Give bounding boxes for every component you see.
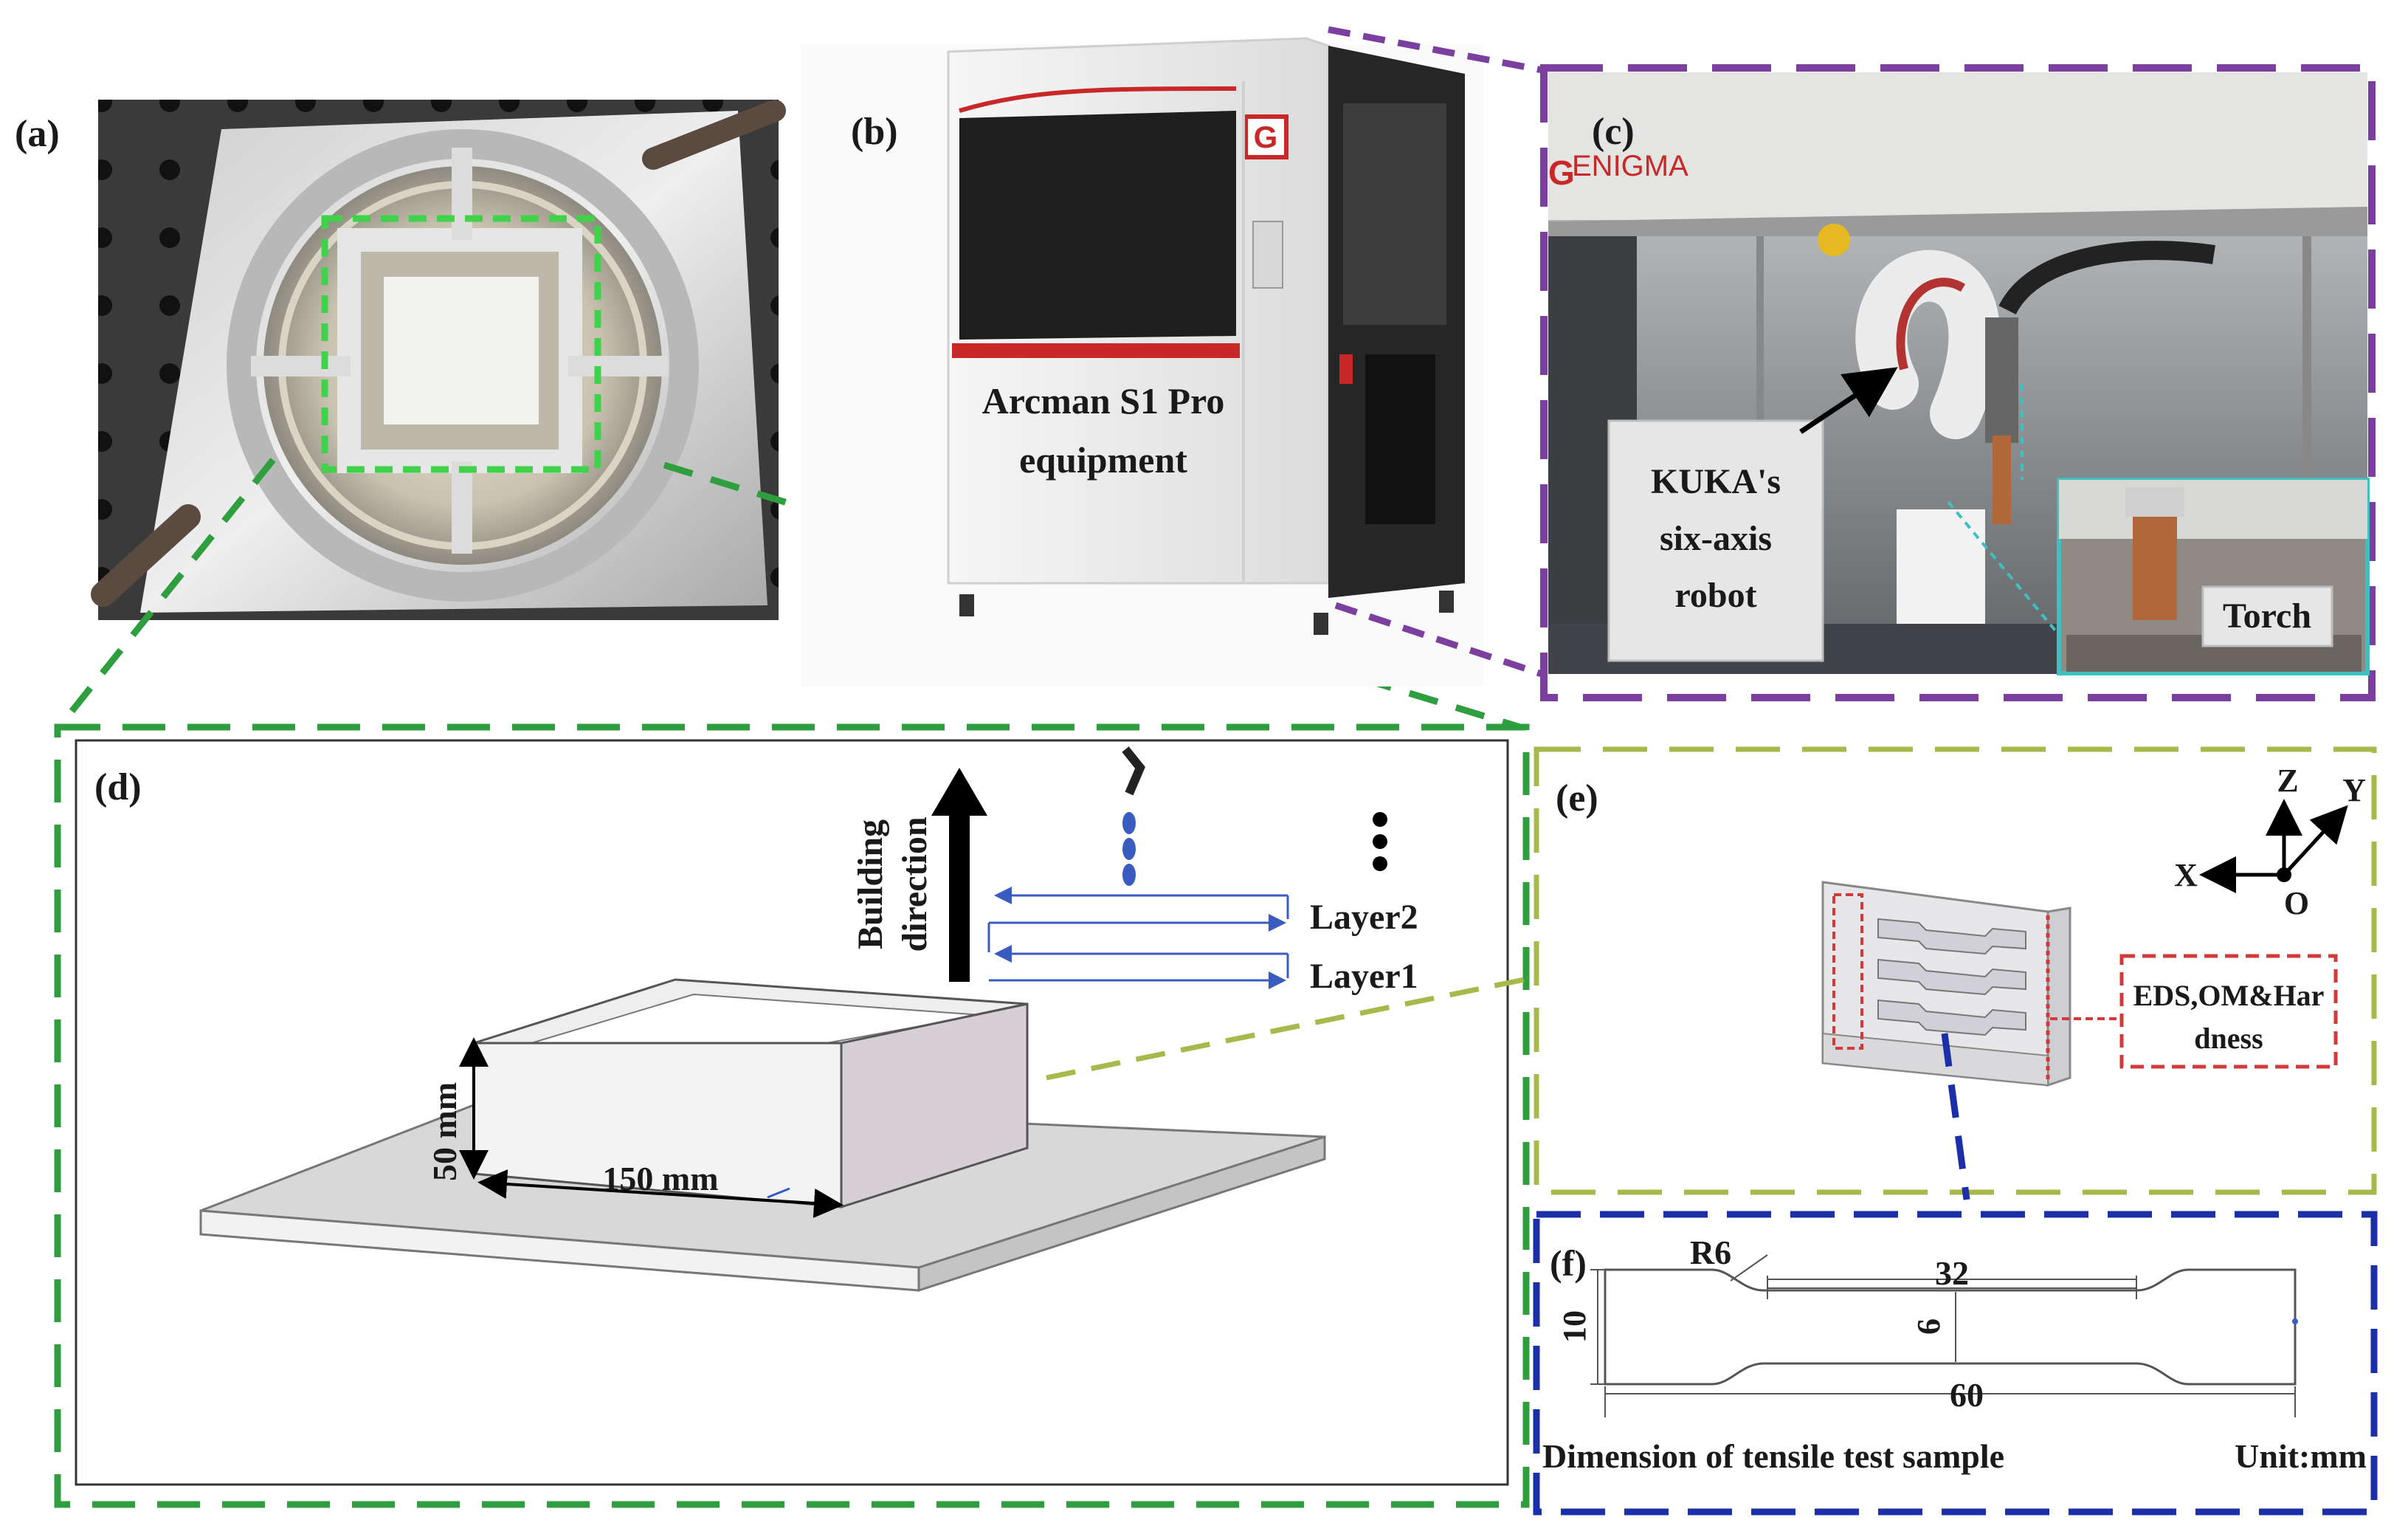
gauge-length-label: 32 (1935, 1254, 1969, 1292)
deposition-schematic (931, 746, 1387, 989)
deposited-box (472, 978, 1029, 1209)
panel-a-label: (a) (15, 113, 60, 155)
robot-label-3: robot (1674, 576, 1756, 615)
panel-c-label: (c) (1592, 111, 1635, 153)
grip-width-label: 10 (1556, 1310, 1593, 1343)
torch-label-box (2201, 585, 2333, 647)
panel-e-label: (e) (1556, 777, 1598, 819)
specimen-caption: Dimension of tensile test sample (1542, 1437, 2004, 1475)
building-direction-label-1: Building (851, 819, 890, 949)
robot-callout-box (1607, 419, 1824, 662)
panel-e-to-f-leader (1941, 1033, 1970, 1200)
axis-x: X (2174, 857, 2198, 893)
panel-d-to-e-leaders (1046, 975, 1532, 1081)
axis-y: Y (2342, 772, 2366, 808)
layer1-label: Layer1 (1310, 957, 1418, 996)
torch-label: Torch (2223, 596, 2311, 636)
unit-label: Unit:mm (2235, 1437, 2367, 1475)
gauge-width-label: 6 (1911, 1318, 1947, 1335)
enigma-logo-g: G (1548, 154, 1575, 192)
analysis-box (2119, 954, 2338, 1069)
panel-f-label: (f) (1550, 1242, 1587, 1284)
analysis-label-2: dness (2194, 1022, 2263, 1055)
axis-triad (2199, 799, 2348, 893)
fillet-radius-label: R6 (1690, 1234, 1731, 1271)
layer2-label: Layer2 (1310, 898, 1418, 937)
outer-ring (227, 129, 699, 602)
panel-a-photo (91, 100, 786, 620)
axis-z: Z (2277, 763, 2298, 799)
panel-b-label: (b) (851, 111, 898, 153)
torch-inset (2057, 478, 2370, 675)
dimension-lines-d (459, 1037, 844, 1218)
robot-label-2: six-axis (1660, 519, 1772, 558)
panel-d-label: (d) (94, 766, 142, 808)
robot-pointer-arrow (1799, 367, 1898, 434)
machine-name-caption-2: equipment (1019, 439, 1187, 481)
total-length-label: 60 (1950, 1376, 1984, 1414)
machine-name-caption: Arcman S1 Pro (982, 380, 1225, 422)
building-direction-label-2: direction (895, 816, 934, 952)
svg-text:G: G (1254, 120, 1278, 154)
panel-f-frame (1533, 1211, 2378, 1516)
height-dimension: 50 mm (426, 1082, 463, 1181)
width-dimension: 150 mm (602, 1160, 718, 1197)
analysis-label-1: EDS,OM&Har (2133, 979, 2325, 1012)
building-direction-arrow (931, 768, 987, 816)
enigma-brand: ENIGMA (1572, 150, 1688, 182)
region-of-interest-box (321, 215, 601, 473)
machine-window (959, 111, 1236, 340)
panel-c-frame (1540, 64, 2376, 701)
panel-e-frame (1534, 746, 2377, 1195)
tensile-specimen-drawing (1590, 1254, 2298, 1417)
sample-block (1821, 881, 2122, 1087)
panel-b-to-c-leaders (1328, 26, 1548, 679)
robot-label-1: KUKA's (1651, 462, 1781, 501)
axis-origin: O (2284, 885, 2309, 921)
machine-logo (1243, 114, 1288, 159)
panel-b-machine: G (801, 37, 1483, 687)
